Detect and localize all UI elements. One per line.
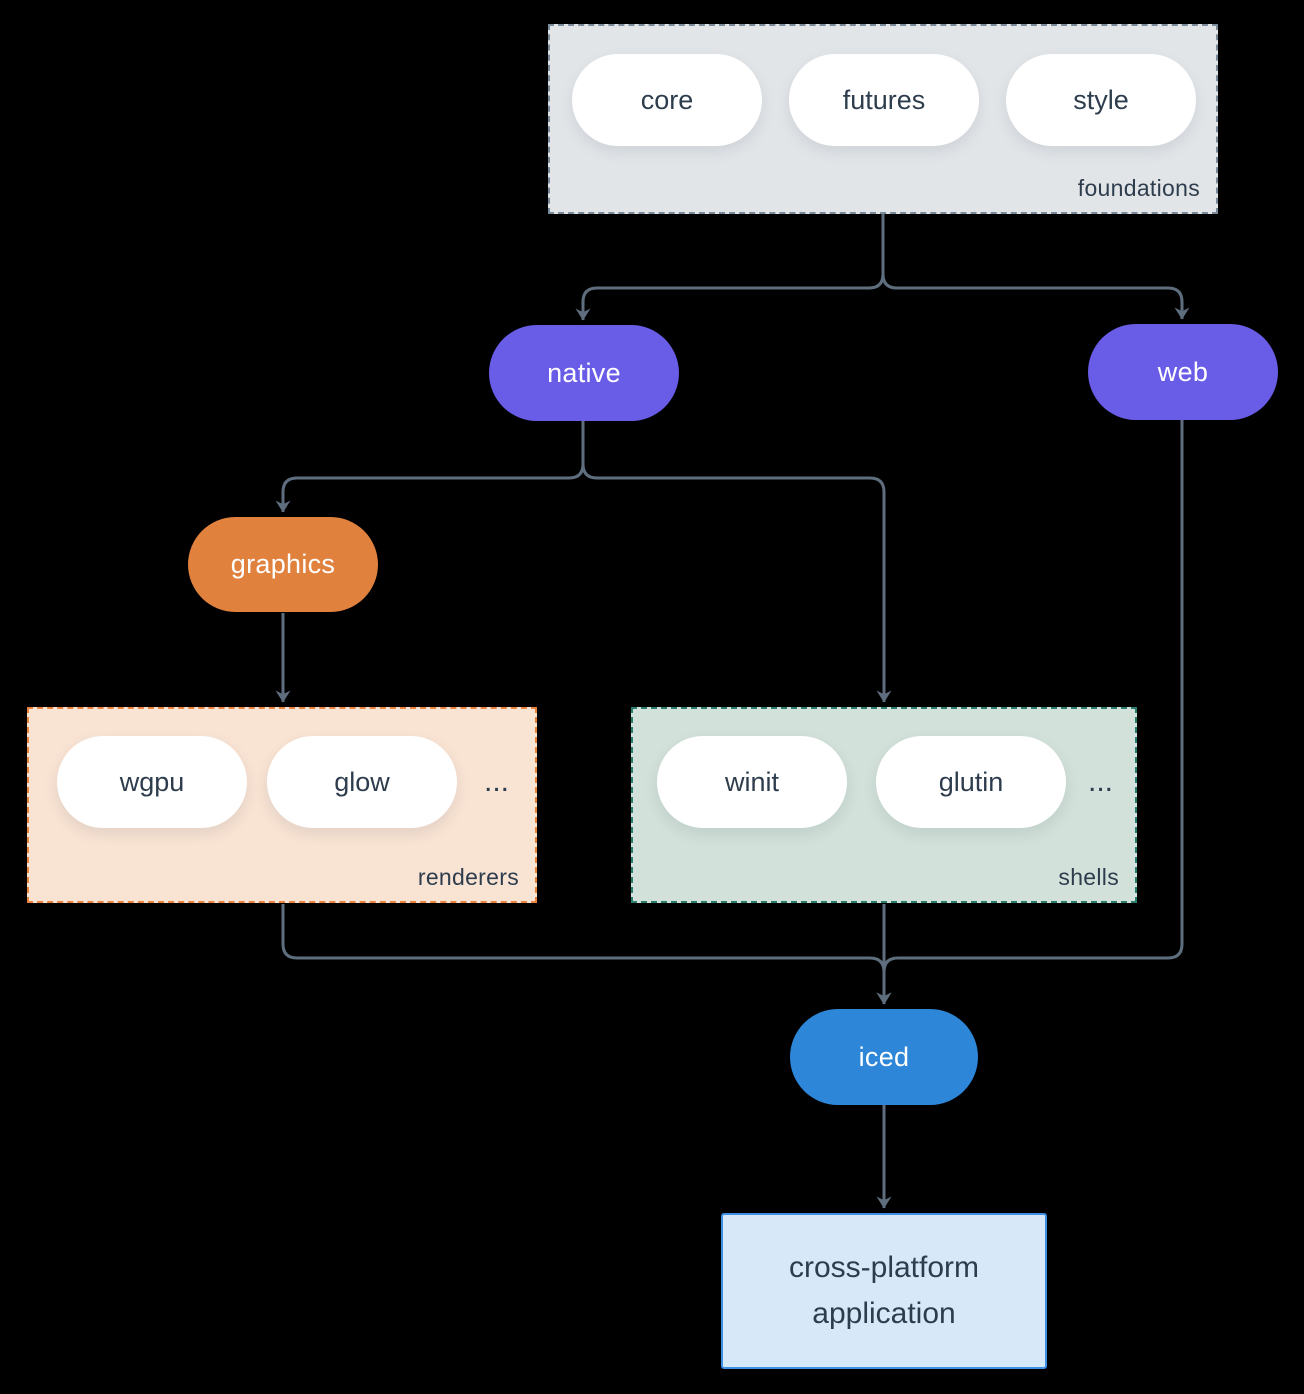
node-iced: iced — [790, 1009, 978, 1105]
crate-pill-style: style — [1006, 54, 1196, 146]
crate-pill-glow: glow — [267, 736, 457, 828]
crate-pill-winit: winit — [657, 736, 847, 828]
renderers-group-box: wgpu glow ... renderers — [27, 707, 537, 903]
foundations-group-label: foundations — [1077, 175, 1200, 201]
edge-native-shells — [581, 421, 892, 703]
node-web: web — [1088, 324, 1278, 420]
renderers-ellipsis: ... — [483, 765, 509, 798]
crate-pill-core: core — [572, 54, 762, 146]
crate-pill-futures: futures — [789, 54, 979, 146]
shells-group-label: shells — [1058, 864, 1119, 890]
edge-native-graphics — [275, 421, 585, 513]
foundations-group-box: core futures style foundations — [548, 24, 1218, 214]
edge-foundations-native — [575, 214, 885, 321]
renderers-group-label: renderers — [417, 864, 519, 890]
edge-foundations-web — [881, 214, 1190, 320]
crate-pill-wgpu: wgpu — [57, 736, 247, 828]
shells-group-box: winit glutin ... shells — [631, 707, 1137, 903]
node-native: native — [489, 325, 679, 421]
edge-renderers-iced — [281, 904, 892, 1005]
cross-platform-application-box: cross-platform application — [721, 1213, 1047, 1369]
node-graphics: graphics — [188, 517, 378, 612]
shells-ellipsis: ... — [1087, 765, 1113, 798]
crate-pill-glutin: glutin — [876, 736, 1066, 828]
